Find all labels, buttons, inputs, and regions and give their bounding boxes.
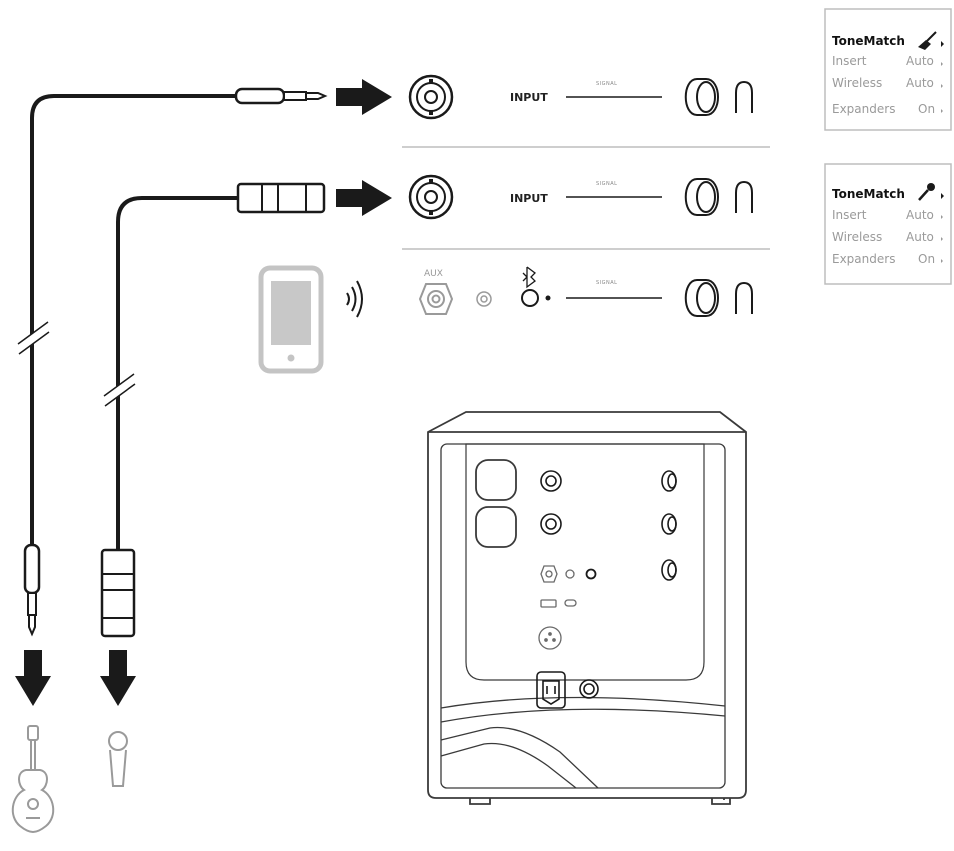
menu-1-title-arrow bbox=[941, 41, 944, 47]
menu-1-row-1-value: Auto bbox=[906, 54, 934, 68]
aux-jack[interactable] bbox=[418, 283, 454, 315]
combo-jack-1[interactable] bbox=[408, 74, 454, 120]
menu-1-title: ToneMatch bbox=[832, 34, 905, 48]
menu-1-row-3-label: Expanders bbox=[832, 102, 895, 116]
knob-arc-1 bbox=[735, 80, 753, 113]
speaker-details bbox=[475, 459, 677, 709]
menu-2-row-1-arrow bbox=[941, 215, 943, 219]
phone-icon bbox=[258, 265, 324, 374]
bluetooth-icon bbox=[522, 266, 536, 289]
channel-1-strip: INPUT SIGNAL bbox=[408, 74, 753, 120]
xlr-plug-top bbox=[236, 182, 326, 214]
arrow-right-2 bbox=[336, 180, 392, 216]
menu-2-row-2-label: Wireless bbox=[832, 230, 882, 244]
knob-arc-2 bbox=[735, 180, 753, 213]
mini-bluetooth-button bbox=[585, 568, 597, 580]
tonematch-menu-2: ToneMatch Insert Auto Wireless Auto Expa… bbox=[824, 163, 952, 285]
menu-1-row-1-label: Insert bbox=[832, 54, 867, 68]
combo-jack-2[interactable] bbox=[408, 174, 454, 220]
mini-aux-jack bbox=[540, 565, 558, 583]
channel-knob-3[interactable] bbox=[684, 279, 719, 317]
menu-2-title-arrow bbox=[941, 193, 944, 199]
signal-label-2: SIGNAL bbox=[596, 181, 617, 187]
guitar-icon bbox=[11, 725, 55, 833]
iec-power-inlet bbox=[536, 671, 566, 709]
channel-knob-2[interactable] bbox=[684, 178, 719, 216]
menu-1-row-1-arrow bbox=[941, 62, 943, 66]
mini-combo-jack-1 bbox=[540, 470, 562, 492]
menu-2-row-3-label: Expanders bbox=[832, 252, 895, 266]
aux-label: AUX bbox=[424, 269, 443, 279]
tonematch-menu-1: ToneMatch Insert Auto Wireless Auto Expa… bbox=[824, 8, 952, 131]
power-connector bbox=[538, 626, 562, 650]
menu-1-row-2-label: Wireless bbox=[832, 76, 882, 90]
mini-aux-knob bbox=[565, 569, 575, 579]
knob-arc-3 bbox=[735, 281, 753, 314]
trs-plug-bottom bbox=[23, 543, 41, 637]
microphone-preset-icon bbox=[918, 183, 935, 201]
mini-knob-2 bbox=[661, 513, 677, 535]
bluetooth-signal-icon bbox=[346, 280, 363, 318]
menu-2-row-2-value: Auto bbox=[906, 230, 934, 244]
mic-cable bbox=[101, 196, 238, 552]
microphone-icon bbox=[108, 731, 128, 787]
menu-2-row-2-arrow bbox=[941, 237, 943, 241]
guitar-preset-icon bbox=[918, 31, 937, 50]
guitar-cable bbox=[15, 94, 236, 545]
input-label-2: INPUT bbox=[510, 192, 548, 205]
menu-2-row-3-value: On bbox=[918, 252, 935, 266]
menu-2-row-1-value: Auto bbox=[906, 208, 934, 222]
menu-2-row-3-arrow bbox=[941, 259, 943, 263]
usb-c-port bbox=[564, 599, 577, 607]
trs-plug-top bbox=[234, 87, 328, 105]
bluetooth-button[interactable] bbox=[521, 289, 539, 307]
aux-knob-icon bbox=[476, 291, 492, 307]
menu-1-row-2-arrow bbox=[941, 84, 943, 88]
channel-3-strip: AUX SIGNAL bbox=[418, 266, 753, 317]
channel-knob-1[interactable] bbox=[684, 78, 719, 116]
arrow-down-guitar bbox=[15, 650, 51, 706]
signal-label-1: SIGNAL bbox=[596, 81, 617, 87]
speaker-handle-bottom bbox=[475, 506, 517, 548]
menu-2-row-1-label: Insert bbox=[832, 208, 867, 222]
menu-1-row-3-value: On bbox=[918, 102, 935, 116]
menu-2-title: ToneMatch bbox=[832, 187, 905, 201]
input-label-1: INPUT bbox=[510, 91, 548, 104]
xlr-plug-bottom bbox=[100, 548, 136, 638]
menu-1-row-3-arrow bbox=[941, 109, 943, 113]
usb-port bbox=[540, 599, 557, 608]
bluetooth-led bbox=[545, 295, 551, 301]
signal-label-3: SIGNAL bbox=[596, 280, 617, 286]
power-button bbox=[579, 679, 599, 699]
speaker-control-panel bbox=[465, 443, 705, 681]
channel-2-strip: INPUT SIGNAL bbox=[408, 174, 753, 220]
speaker-handle-top bbox=[475, 459, 517, 501]
mini-combo-jack-2 bbox=[540, 513, 562, 535]
mini-knob-1 bbox=[661, 470, 677, 492]
arrow-right-1 bbox=[336, 79, 392, 115]
arrow-down-mic bbox=[100, 650, 136, 706]
menu-1-row-2-value: Auto bbox=[906, 76, 934, 90]
mini-knob-3 bbox=[661, 559, 677, 581]
